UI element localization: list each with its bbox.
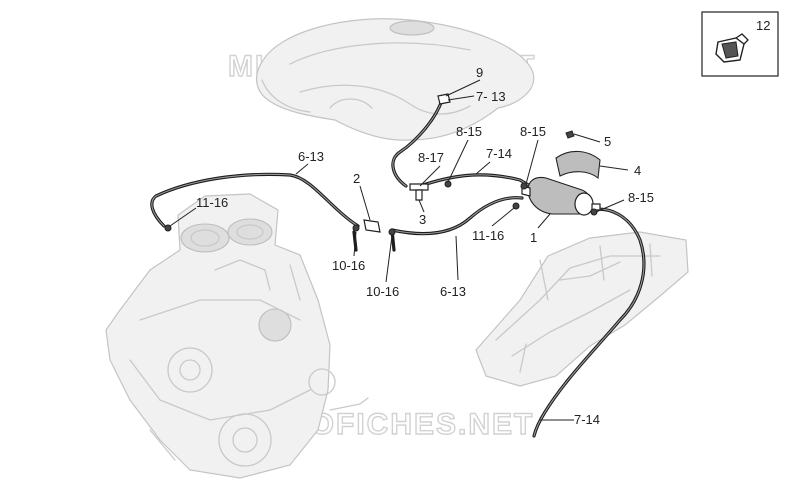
callout-4: 4 xyxy=(634,163,641,178)
callout-5: 5 xyxy=(604,134,611,149)
callout-6-13: 6-13 xyxy=(298,149,324,164)
callout-1: 1 xyxy=(530,230,537,245)
clamp-8-15-b xyxy=(520,182,528,190)
callout-8-17: 8-17 xyxy=(418,150,444,165)
callout-11-16: 11-16 xyxy=(472,228,504,243)
clamp-11-16-b xyxy=(512,202,520,210)
callout-8-15: 8-15 xyxy=(520,124,546,139)
heat-shield-sleeve xyxy=(555,150,601,180)
callout-9: 9 xyxy=(476,65,483,80)
callout-8-15: 8-15 xyxy=(628,190,654,205)
callout-7-13: 7- 13 xyxy=(476,89,506,104)
clamp-10-16-a xyxy=(352,224,360,232)
engine-ghost xyxy=(105,193,369,479)
leader-lines xyxy=(169,79,629,421)
hoses xyxy=(150,98,646,438)
callout-6-13: 6-13 xyxy=(440,284,466,299)
callout-8-15: 8-15 xyxy=(456,124,482,139)
clamp-10-16-b xyxy=(388,228,396,236)
hose-7-14-top xyxy=(418,173,532,188)
screw xyxy=(565,130,575,139)
callout-10-16: 10-16 xyxy=(366,284,399,299)
fuel-filter xyxy=(521,176,601,216)
callout-11-16: 11-16 xyxy=(196,195,228,210)
callout-7-14: 7-14 xyxy=(574,412,600,427)
callout-labels: 9 7- 13 8-15 8-15 5 4 8-17 7-14 6-13 2 8… xyxy=(196,65,654,427)
callout-2: 2 xyxy=(353,171,360,186)
callout-10-16: 10-16 xyxy=(332,258,365,273)
callout-7-14: 7-14 xyxy=(486,146,512,161)
fuel-tank-ghost xyxy=(256,18,535,141)
inset-part-12: 12 xyxy=(701,11,779,77)
hose-fitting-top xyxy=(437,93,451,105)
check-valve xyxy=(363,219,381,233)
hose-clamp-icon xyxy=(715,33,749,63)
callout-3: 3 xyxy=(419,212,426,227)
subframe-tray-ghost xyxy=(475,231,689,387)
inset-label: 12 xyxy=(756,18,770,33)
clamp-11-16-a xyxy=(164,224,172,232)
t-junction xyxy=(409,183,429,201)
